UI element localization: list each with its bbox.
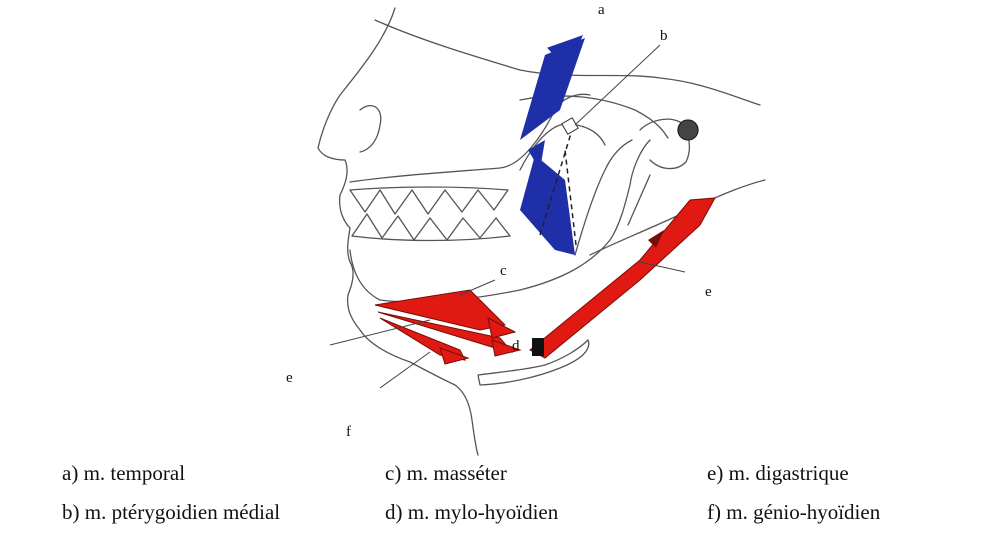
- legend-item-temporal: a) m. temporal: [62, 461, 186, 485]
- callout-a: a: [598, 2, 605, 18]
- callout-f: f: [346, 424, 351, 440]
- legend-item-digastric: e) m. digastrique: [707, 461, 849, 485]
- masseter-medial-blue: [520, 140, 575, 255]
- hyoid-bone: [477, 339, 590, 386]
- callout-c: c: [500, 263, 507, 279]
- ear-canal: [677, 119, 699, 141]
- upper-teeth: [349, 186, 509, 215]
- callout-e-left: e: [286, 370, 293, 386]
- pterygoid-insertion-box: [561, 117, 579, 135]
- callout-d: d: [512, 338, 520, 354]
- leader-lines: [329, 44, 686, 389]
- pterygoid-dashed-lines: [539, 129, 577, 246]
- maxilla-outline: [349, 93, 591, 183]
- face-profile-outline: [317, 7, 479, 456]
- legend-item-pterygoid: b) m. ptérygoidien médial: [62, 500, 281, 524]
- digastric-arrow: [648, 230, 664, 248]
- skull-upper-outline: [374, 19, 761, 106]
- mandible-outline: [349, 139, 651, 303]
- legend-item-geniohyoid: f) m. génio-hyoïdien: [707, 500, 881, 524]
- callout-b: b: [660, 28, 668, 44]
- styloid-process: [627, 174, 651, 226]
- legend-item-mylohyoid: d) m. mylo-hyoïdien: [385, 500, 559, 524]
- nasal-outline: [359, 105, 382, 153]
- legend-item-masseter: c) m. masséter: [385, 461, 507, 485]
- mandible-ramus-outline: [574, 139, 633, 256]
- callout-e-right: e: [705, 284, 712, 300]
- temporal-muscle-arrow: [547, 35, 583, 71]
- lower-teeth: [351, 213, 511, 242]
- digastric-posterior-belly: [529, 197, 716, 359]
- mastoid-outline: [639, 118, 691, 170]
- hyoid-tendon: [532, 338, 544, 356]
- mylohyoid-arrowheads: [439, 317, 522, 365]
- skull-muscle-diagram: a b c d e e f: [286, 2, 766, 456]
